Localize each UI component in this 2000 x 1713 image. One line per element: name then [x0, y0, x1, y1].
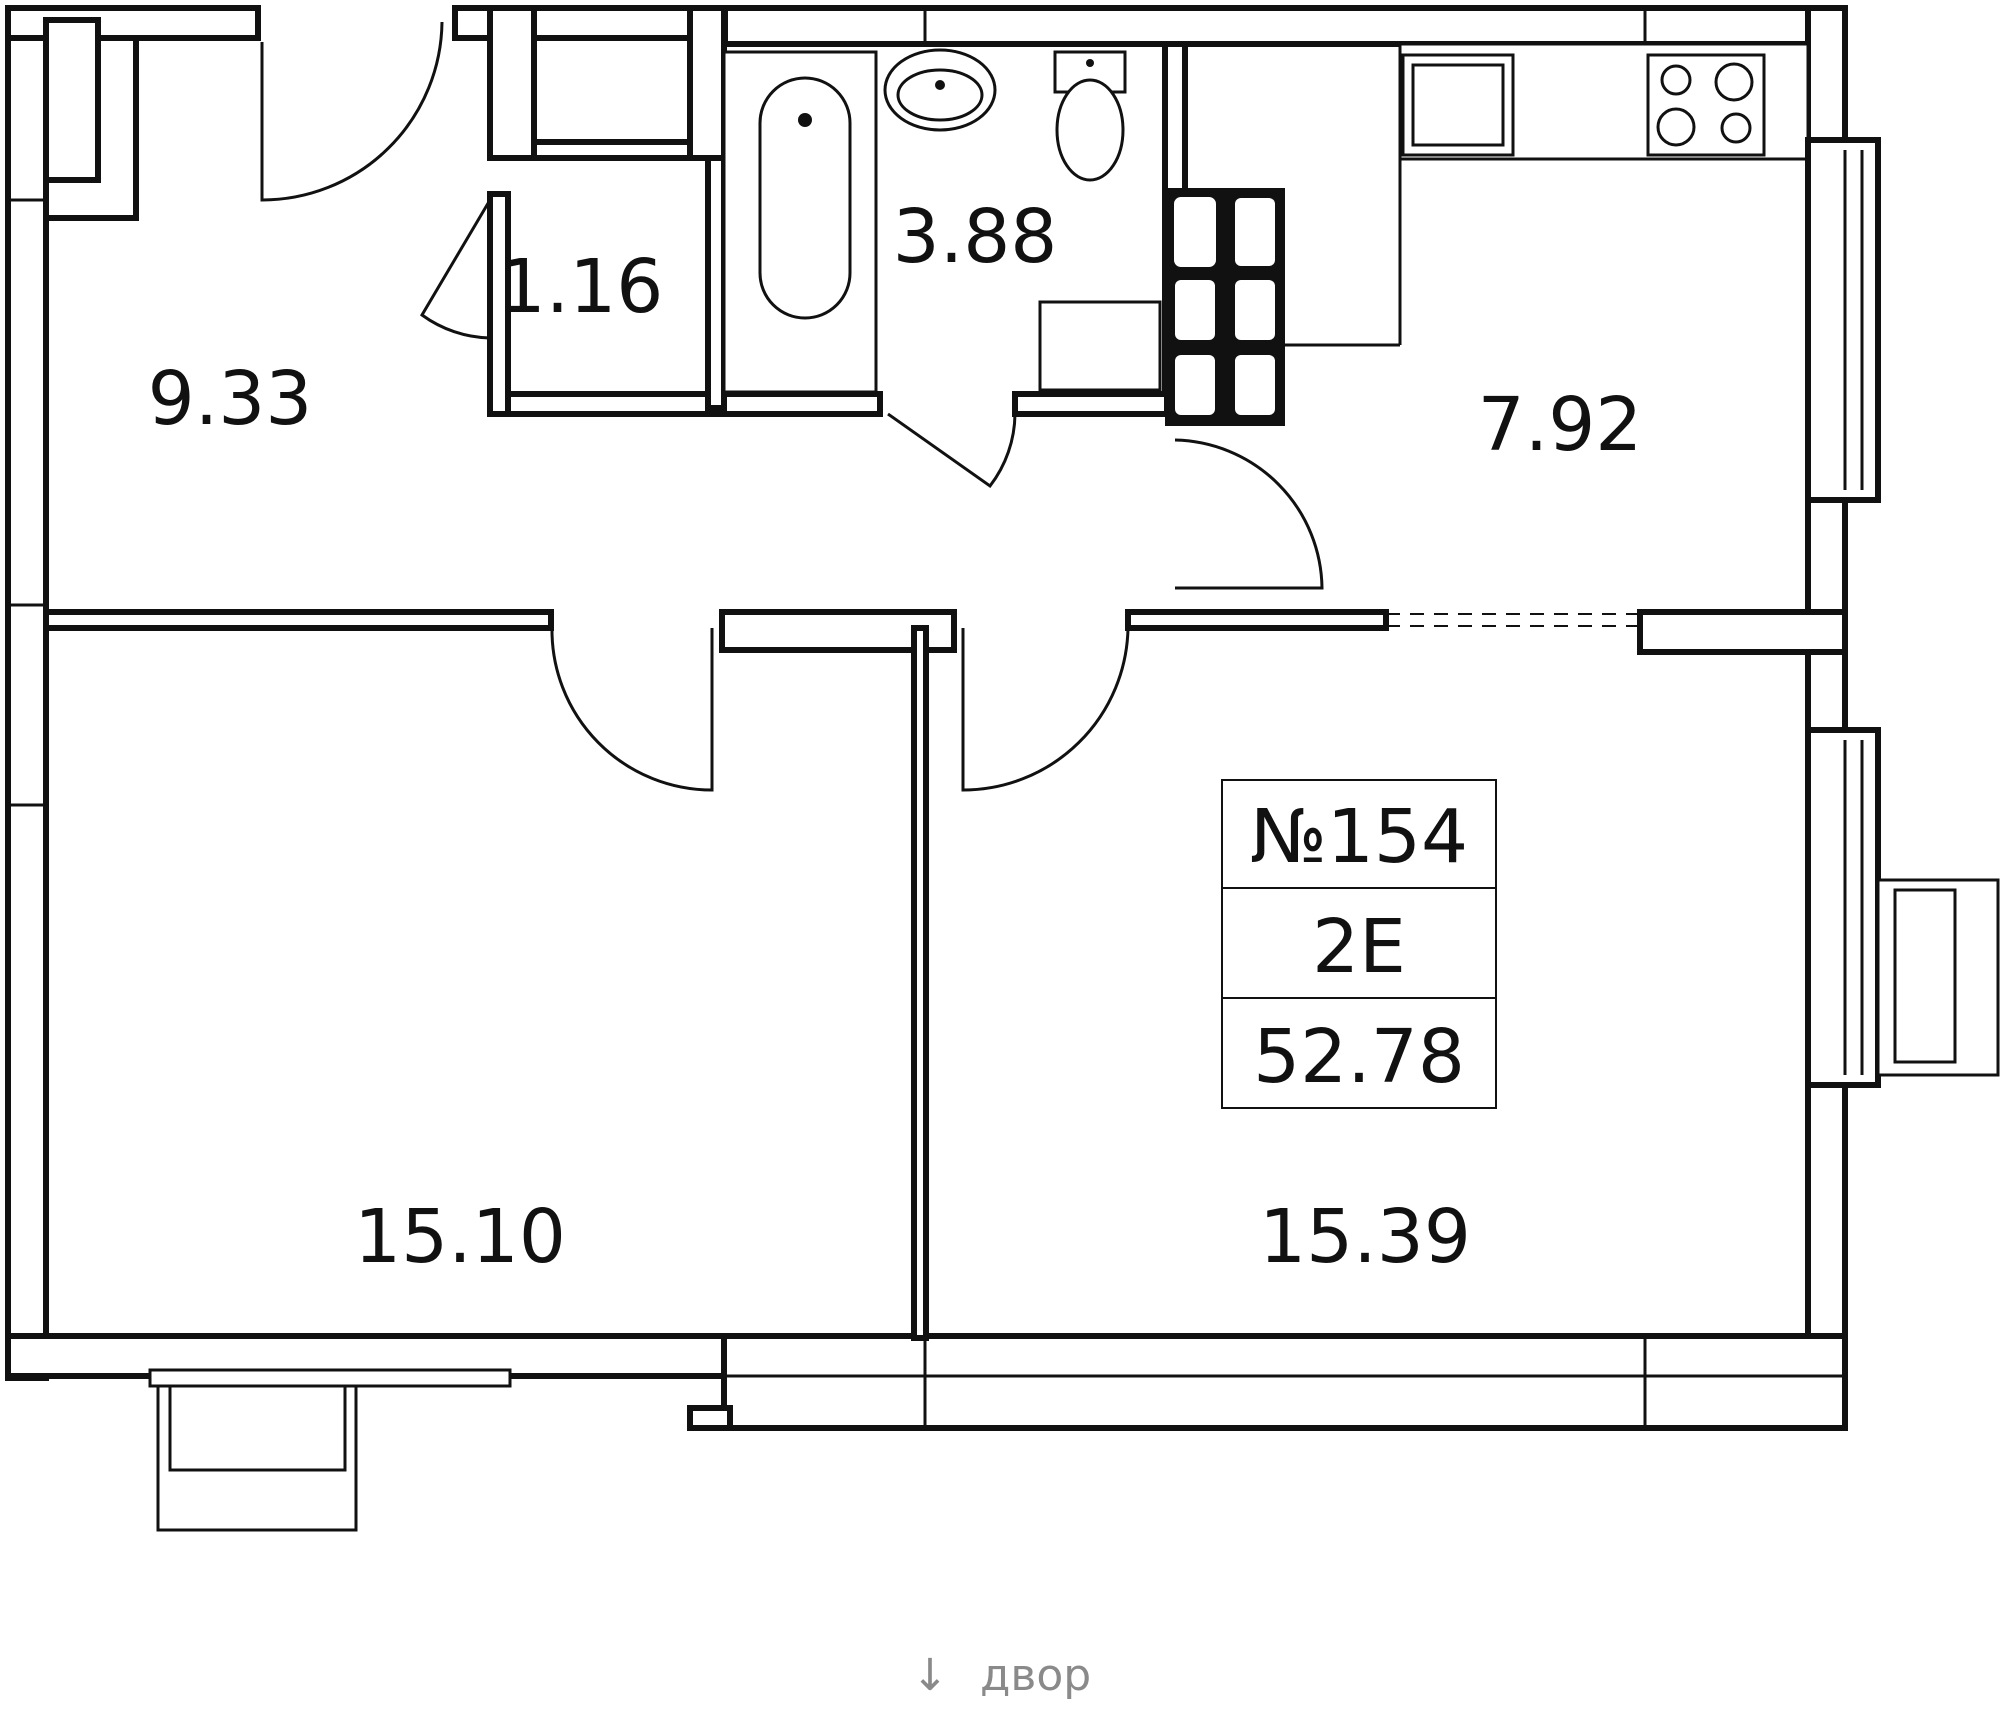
apartment-type: 2E [1312, 904, 1406, 990]
doors [260, 21, 1324, 792]
apartment-info-box: №154 2E 52.78 [1221, 779, 1497, 1109]
washing-machine [1038, 300, 1162, 392]
balconies [148, 878, 2000, 1532]
apartment-total-area: 52.78 [1253, 1014, 1465, 1100]
room-area-bedroom: 15.10 [354, 1194, 566, 1280]
down-arrow-icon: ↓ [912, 1650, 949, 1701]
room-area-living: 15.39 [1259, 1194, 1471, 1280]
room-area-closet: 1.16 [499, 244, 664, 330]
kitchen-fixtures [1401, 53, 1766, 157]
orientation-marker: ↓ двор [912, 1650, 1092, 1701]
bathroom-fixtures [722, 48, 1162, 394]
room-area-hall: 9.33 [148, 356, 313, 442]
apartment-number: №154 [1250, 794, 1468, 880]
room-area-bathroom: 3.88 [893, 194, 1058, 280]
room-labels: 9.33 1.16 3.88 7.92 15.10 15.39 [148, 194, 1643, 1280]
orientation-label: двор [980, 1650, 1091, 1701]
room-area-kitchen: 7.92 [1478, 382, 1643, 468]
ventilation-shaft [1165, 188, 1285, 426]
toilet-bowl [1055, 78, 1125, 182]
